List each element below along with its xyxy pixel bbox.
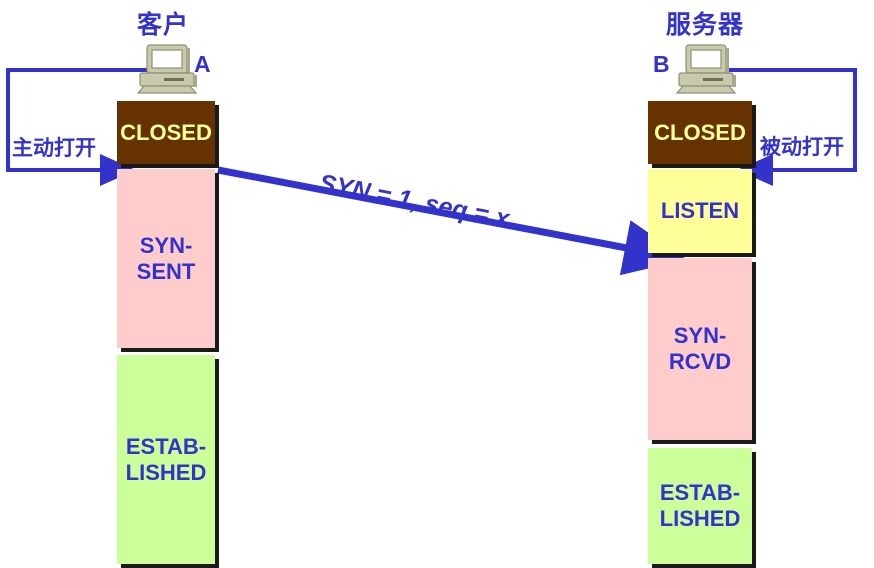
server-state-closed-label: CLOSED: [654, 119, 746, 145]
server-state-listen-label: LISTEN: [660, 198, 740, 224]
server-state-established-label-line1: ESTAB-: [659, 480, 741, 506]
client-state-syn-sent: SYN- SENT: [117, 169, 215, 348]
server-state-closed: CLOSED: [648, 101, 752, 164]
server-computer-icon: [673, 44, 747, 96]
client-state-syn-sent-label-line1: SYN-: [139, 232, 193, 258]
client-state-syn-sent-label-line2: SENT: [136, 258, 196, 284]
server-title: 服务器: [666, 10, 745, 39]
server-state-syn-rcvd-label-line2: RCVD: [668, 349, 732, 374]
server-state-syn-rcvd-label-line1: SYN-: [673, 323, 727, 349]
client-letter: A: [194, 51, 211, 77]
server-state-established: ESTAB- LISHED: [648, 448, 752, 564]
client-state-closed-label: CLOSED: [120, 119, 212, 145]
active-open-label: 主动打开: [12, 136, 96, 160]
client-computer-icon: [134, 44, 208, 96]
client-state-established-label-line1: ESTAB-: [125, 433, 207, 459]
syn-segment-label: SYN = 1, seq = x: [316, 169, 512, 234]
client-state-closed: CLOSED: [117, 101, 215, 164]
client-title: 客户: [137, 10, 190, 39]
client-state-established-label-line2: LISHED: [125, 459, 207, 485]
server-state-syn-rcvd: SYN- RCVD: [648, 258, 752, 440]
passive-open-label: 被动打开: [760, 135, 844, 159]
client-state-established: ESTAB- LISHED: [117, 355, 215, 564]
server-state-established-label-line2: LISHED: [659, 506, 741, 531]
server-state-listen: LISTEN: [648, 169, 752, 253]
server-letter: B: [653, 51, 670, 77]
